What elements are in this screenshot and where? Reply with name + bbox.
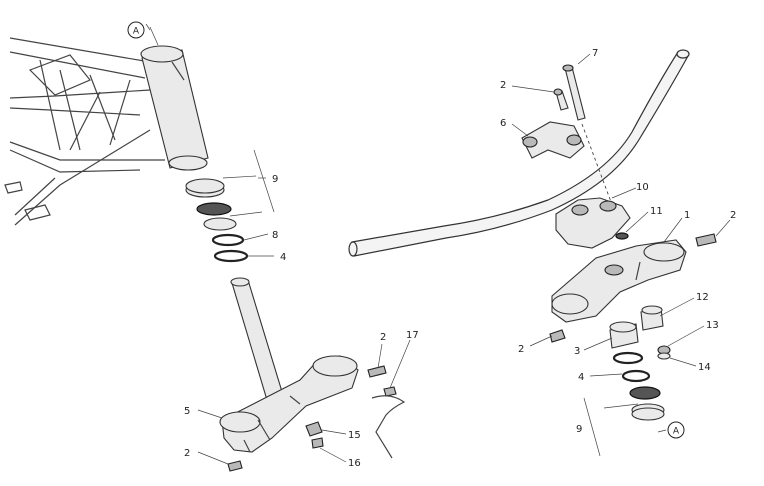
- lower-bearing-stack: [583, 351, 665, 457]
- bushings: [609, 305, 664, 349]
- lower-yoke: [219, 355, 359, 453]
- callout-14: 14: [698, 362, 711, 373]
- callout-4-right: 4: [578, 372, 584, 383]
- side-bolt-left: [549, 329, 566, 343]
- callout-17: 17: [406, 330, 419, 341]
- lower-yoke-hardware: [227, 365, 406, 472]
- callout-4-left: 4: [280, 252, 286, 263]
- reference-label-top: A: [133, 27, 140, 37]
- callout-2-yoke: 2: [380, 332, 386, 343]
- callouts: 9 8 4 5 2 2 17 15 16 7 2 6 10 11 1 2 2 3: [184, 48, 736, 469]
- callout-13: 13: [706, 320, 719, 331]
- callout-9-bottom: 9: [576, 424, 582, 435]
- callout-2-side: 2: [730, 210, 736, 221]
- callout-12: 12: [696, 292, 709, 303]
- reference-mark-a-top: A: [127, 21, 151, 39]
- upper-bearing-stack: [185, 149, 275, 263]
- callout-6: 6: [500, 118, 506, 129]
- handlebar: [348, 49, 690, 257]
- callout-7: 7: [592, 48, 598, 59]
- callout-2-lower-left: 2: [518, 344, 524, 355]
- upper-yoke: [551, 239, 687, 323]
- callout-15: 15: [348, 430, 361, 441]
- callout-8: 8: [272, 230, 278, 241]
- side-bolt-right: [695, 233, 717, 247]
- callout-2-top-right: 2: [500, 80, 506, 91]
- reference-label-bottom: A: [673, 427, 680, 437]
- frame: [4, 26, 209, 226]
- steering-stem: [230, 277, 284, 401]
- callout-2-bottom-left: 2: [184, 448, 190, 459]
- washer-11: [615, 232, 629, 240]
- nut-13-14: [657, 345, 671, 360]
- callout-11: 11: [650, 206, 663, 217]
- callout-3: 3: [574, 346, 580, 357]
- callout-5: 5: [184, 406, 190, 417]
- callout-16: 16: [348, 458, 361, 469]
- callout-10: 10: [636, 182, 649, 193]
- callout-1: 1: [684, 210, 690, 221]
- handlebar-clamp-lower: [555, 197, 631, 249]
- reference-mark-a-bottom: A: [657, 421, 685, 439]
- handlebar-clamp-upper: [521, 121, 585, 159]
- callout-9-top: 9: [272, 174, 278, 185]
